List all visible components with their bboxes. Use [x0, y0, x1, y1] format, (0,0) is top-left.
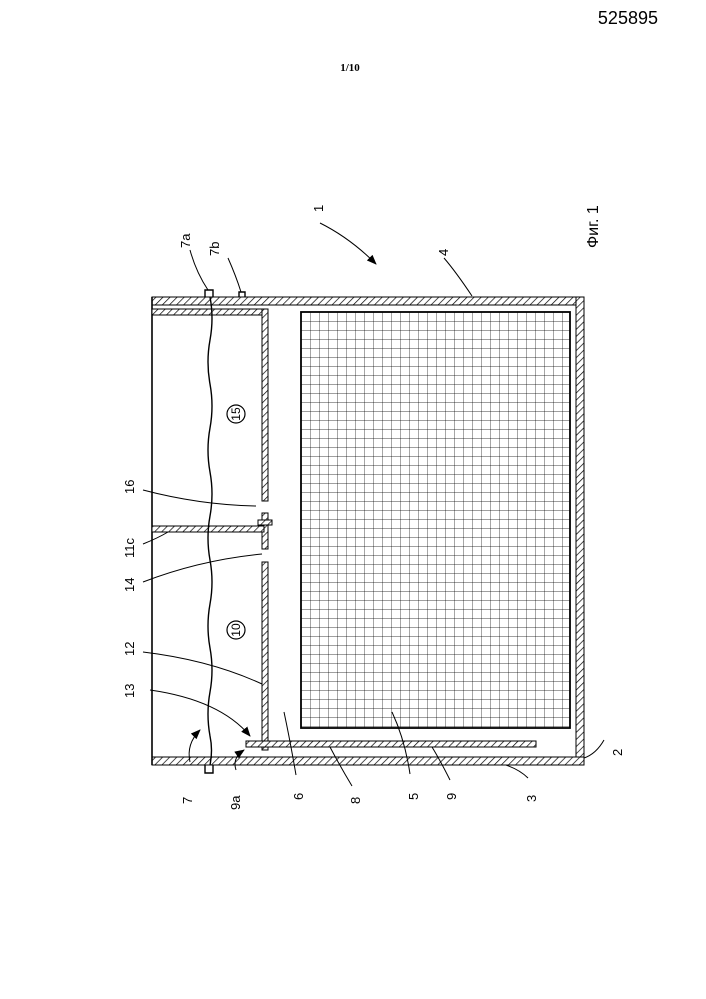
svg-text:7b: 7b [207, 242, 222, 256]
svg-text:1: 1 [311, 205, 326, 212]
plate-8 [246, 741, 536, 747]
svg-text:12: 12 [122, 642, 137, 656]
svg-text:16: 16 [122, 480, 137, 494]
svg-text:5: 5 [406, 793, 421, 800]
svg-text:6: 6 [291, 793, 306, 800]
circle-label-15: 15 [227, 405, 245, 423]
svg-text:3: 3 [524, 795, 539, 802]
svg-text:13: 13 [122, 684, 137, 698]
svg-text:2: 2 [610, 749, 625, 756]
svg-text:11c: 11c [122, 538, 137, 558]
svg-text:15: 15 [229, 407, 243, 421]
svg-text:10: 10 [229, 623, 243, 637]
svg-text:8: 8 [348, 797, 363, 804]
chamber-walls [152, 309, 272, 750]
svg-text:4: 4 [436, 249, 451, 256]
svg-text:9a: 9a [228, 795, 243, 810]
svg-text:9: 9 [444, 793, 459, 800]
svg-text:7: 7 [180, 797, 195, 804]
grid-core [301, 312, 570, 728]
svg-text:14: 14 [122, 578, 137, 592]
circle-label-10: 10 [227, 621, 245, 639]
svg-text:7a: 7a [178, 233, 193, 248]
figure-caption: Фиг. 1 [585, 205, 602, 248]
